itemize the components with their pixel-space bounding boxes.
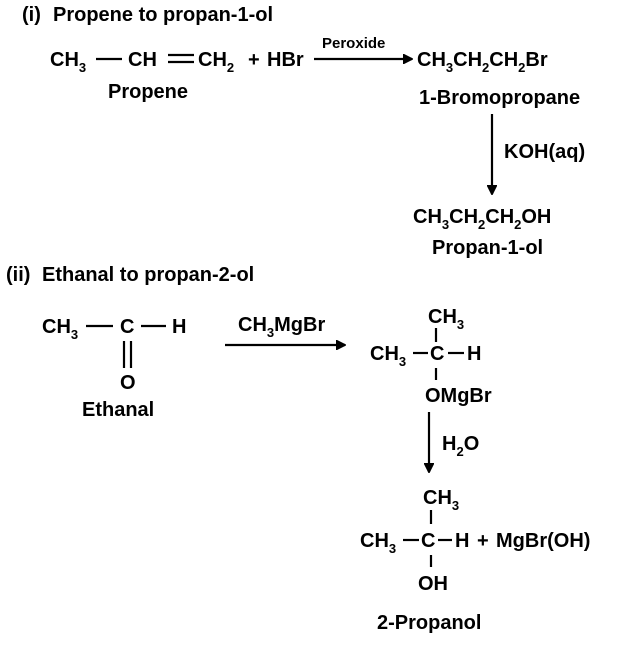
propanol-formula: CH3CH2CH2OH	[413, 206, 551, 232]
svg-text:CH3: CH3	[423, 487, 459, 513]
section-ii-number: (ii)	[6, 264, 30, 286]
arrow-4-label: H2O	[442, 433, 479, 459]
plus-sign-2: +	[477, 530, 489, 552]
svg-text:CH3: CH3	[370, 343, 406, 369]
propanol-name: Propan-1-ol	[432, 237, 543, 259]
section-ii: (ii) Ethanal to propan-2-ol CH3 C H O Et…	[6, 264, 590, 634]
ethanal-name: Ethanal	[82, 399, 154, 421]
ethanal-structure: CH3 C H O	[42, 316, 186, 394]
adduct-structure: CH3 CH3 C H OMgBr	[370, 306, 492, 407]
svg-text:CH3: CH3	[50, 49, 86, 75]
reaction-arrow-3: CH3MgBr	[225, 314, 345, 345]
reagent-hbr: HBr	[267, 49, 304, 71]
propene-formula: CH3 CH CH2 + HBr	[50, 49, 304, 75]
svg-text:O: O	[120, 372, 136, 394]
arrow-3-label: CH3MgBr	[238, 314, 325, 340]
svg-text:H: H	[172, 316, 186, 338]
product-structure: CH3 CH3 C H + MgBr(OH) OH	[360, 487, 590, 595]
svg-text:CH3: CH3	[360, 530, 396, 556]
svg-text:C: C	[430, 343, 444, 365]
section-ii-title: Ethanal to propan-2-ol	[42, 264, 254, 286]
svg-text:CH: CH	[128, 49, 157, 71]
bromopropane-formula: CH3CH2CH2Br	[417, 49, 548, 75]
svg-text:OH: OH	[418, 573, 448, 595]
svg-text:H: H	[467, 343, 481, 365]
byproduct-mgbroh: MgBr(OH)	[496, 530, 590, 552]
section-i-number: (i)	[22, 4, 41, 26]
section-i: (i) Propene to propan-1-ol CH3 CH CH2 + …	[22, 4, 585, 259]
plus-sign: +	[248, 49, 260, 71]
propene-name: Propene	[108, 81, 188, 103]
svg-text:H: H	[455, 530, 469, 552]
reaction-arrow-1: Peroxide	[314, 35, 412, 59]
bromopropane-name: 1-Bromopropane	[419, 87, 580, 109]
reaction-arrow-2: KOH(aq)	[492, 114, 585, 194]
svg-text:CH3: CH3	[42, 316, 78, 342]
svg-text:CH3: CH3	[428, 306, 464, 332]
svg-text:CH3CH2CH2Br: CH3CH2CH2Br	[417, 49, 548, 75]
svg-text:CH3CH2CH2OH: CH3CH2CH2OH	[413, 206, 551, 232]
product-name: 2-Propanol	[377, 612, 481, 634]
svg-text:C: C	[120, 316, 134, 338]
arrow-2-label: KOH(aq)	[504, 141, 585, 163]
svg-text:OMgBr: OMgBr	[425, 385, 492, 407]
svg-text:C: C	[421, 530, 435, 552]
arrow-1-label: Peroxide	[322, 35, 385, 52]
svg-text:CH2: CH2	[198, 49, 234, 75]
section-i-title: Propene to propan-1-ol	[53, 4, 273, 26]
reaction-arrow-4: H2O	[429, 412, 479, 472]
